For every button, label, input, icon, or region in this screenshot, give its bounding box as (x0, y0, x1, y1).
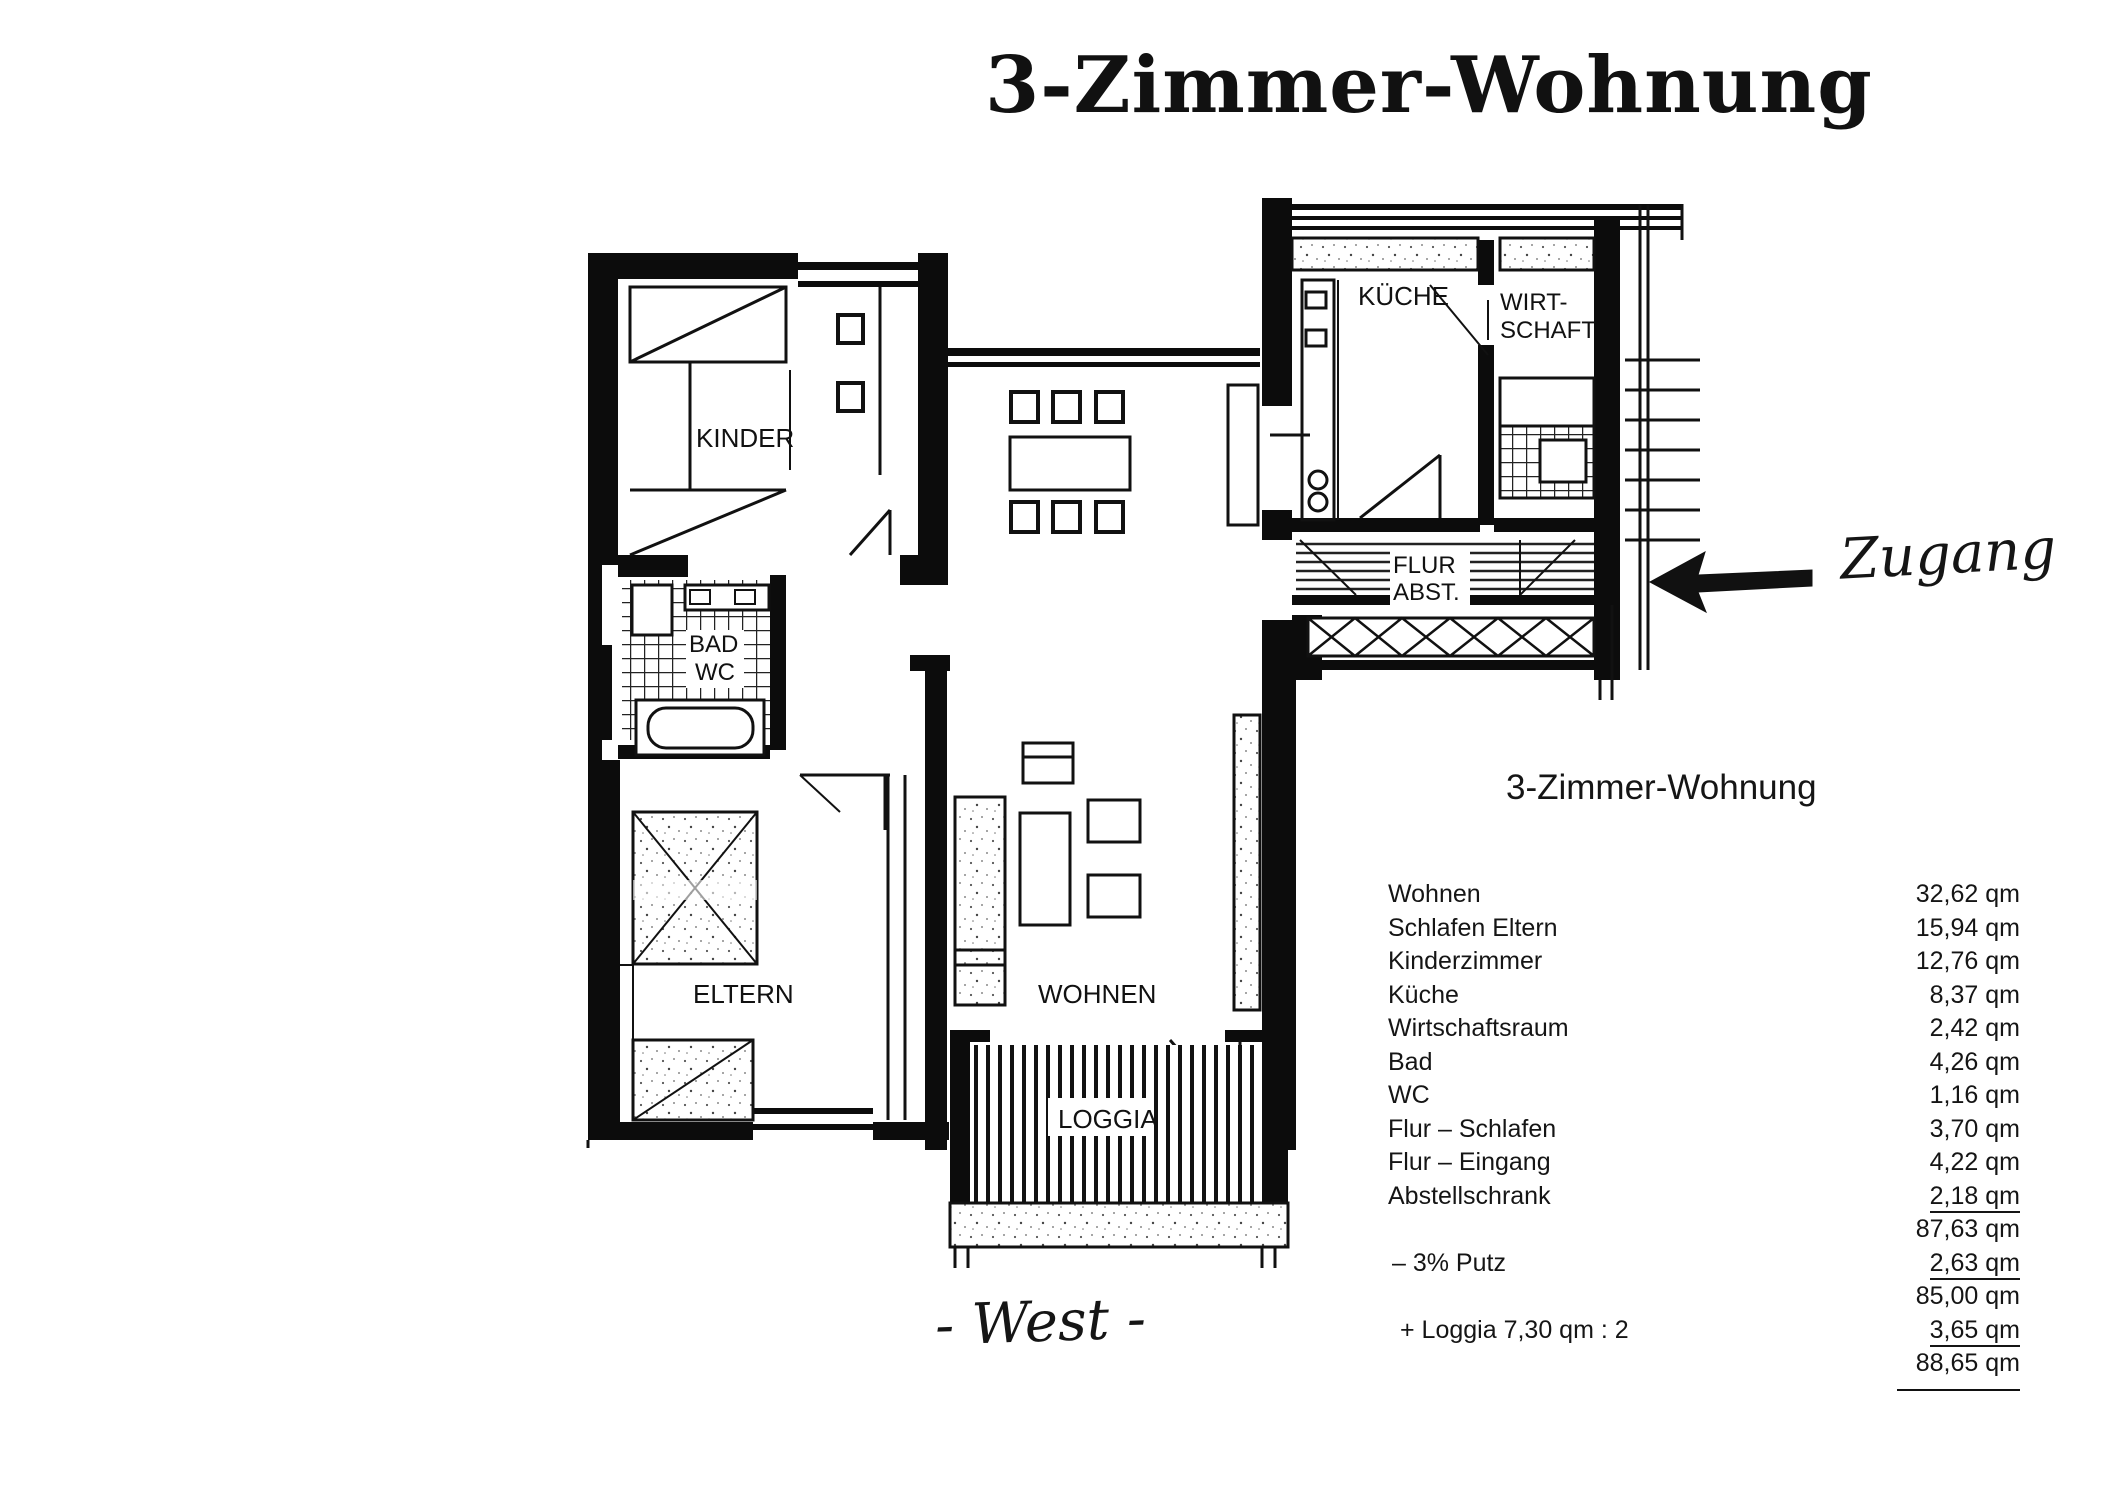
loggia-value: 3,65 qm (1929, 1316, 2020, 1347)
area-table-heading: 3-Zimmer-Wohnung (1506, 768, 1817, 807)
annotation-west: - West - (933, 1286, 1147, 1359)
kinder-room (628, 285, 892, 557)
area-row-label: Schlafen Eltern (1388, 913, 1558, 942)
wohnen-room (953, 383, 1262, 1121)
label-kueche: KÜCHE (1358, 281, 1449, 311)
area-row: Bad 4,26 qm (1388, 1048, 2020, 1082)
eltern-room (620, 773, 907, 1122)
area-row: Wirtschaftsraum 2,42 qm (1388, 1014, 2020, 1048)
loggia (948, 1045, 1290, 1268)
area-row-label: Flur – Eingang (1388, 1148, 1551, 1176)
area-row-value: 12,76 qm (1915, 947, 2020, 975)
wall-outlines (586, 204, 1684, 1148)
area-row-value: 15,94 qm (1915, 913, 2020, 942)
area-row: Flur – Eingang 4,22 qm (1388, 1148, 2020, 1182)
net-value: 85,00 qm (1915, 1282, 2020, 1310)
label-wc: WC (695, 659, 735, 686)
area-row: Schlafen Eltern 15,94 qm (1388, 914, 2020, 948)
net-row: 85,00 qm (1388, 1282, 2020, 1316)
area-row-value: 4,22 qm (1929, 1148, 2020, 1176)
area-row: Wohnen 32,62 qm (1388, 880, 2020, 914)
area-rows: Wohnen 32,62 qm Schlafen Eltern 15,94 qm Kin… (1388, 880, 2020, 1215)
bad-room (622, 580, 771, 757)
subtotal-row: 87,63 qm (1388, 1215, 2020, 1249)
entry-arrow-icon (1648, 550, 1813, 614)
putz-row: – 3% Putz 2,63 qm (1388, 1249, 2020, 1283)
area-row-label: Wirtschaftsraum (1388, 1014, 1569, 1042)
area-row-value: 2,18 qm (1929, 1182, 2020, 1213)
label-kinder: KINDER (696, 423, 794, 453)
area-row-label: Flur – Schlafen (1388, 1114, 1557, 1143)
label-flur: FLUR (1393, 552, 1456, 579)
area-row-value: 1,16 qm (1929, 1081, 2020, 1109)
putz-label: – 3% Putz (1392, 1248, 1506, 1277)
walls (588, 198, 1682, 1210)
area-row-value: 2,42 qm (1929, 1014, 2020, 1042)
area-row-value: 4,26 qm (1929, 1047, 2020, 1076)
area-row: Abstellschrank 2,18 qm (1388, 1182, 2020, 1216)
putz-value: 2,63 qm (1929, 1249, 2020, 1280)
subtotal-value: 87,63 qm (1915, 1215, 2020, 1243)
annotation-zugang: Zugang (1838, 516, 2058, 593)
flur-area (1296, 539, 1602, 700)
area-row: WC 1,16 qm (1388, 1081, 2020, 1115)
loggia-row: + Loggia 7,30 qm : 2 3,65 qm (1388, 1316, 2020, 1350)
area-row-label: Küche (1388, 980, 1459, 1009)
area-table: 3-Zimmer-Wohnung Wohnen 32,62 qm Schlafen … (1388, 768, 2020, 1383)
loggia-label: + Loggia 7,30 qm : 2 (1400, 1315, 1629, 1344)
area-row: Küche 8,37 qm (1388, 981, 2020, 1015)
area-row: Kinderzimmer 12,76 qm (1388, 947, 2020, 981)
area-row-label: Abstellschrank (1388, 1181, 1551, 1210)
total-value: 88,65 qm (1915, 1349, 2020, 1377)
area-row-value: 8,37 qm (1929, 980, 2020, 1009)
label-eltern: ELTERN (693, 979, 794, 1009)
label-bad: BAD (689, 631, 738, 658)
area-row-label: WC (1388, 1081, 1430, 1109)
total-row: 88,65 qm (1388, 1349, 2020, 1383)
label-schaft: SCHAFT (1500, 317, 1596, 344)
area-row-label: Bad (1388, 1047, 1433, 1076)
kueche-room (1270, 236, 1596, 522)
stair-lines (1625, 358, 1700, 542)
label-wohnen: WOHNEN (1038, 979, 1156, 1009)
label-loggia: LOGGIA (1058, 1104, 1158, 1134)
area-row-label: Wohnen (1388, 880, 1481, 908)
label-abst: ABST. (1393, 579, 1460, 606)
label-wirt: WIRT- (1500, 289, 1568, 316)
area-row-label: Kinderzimmer (1388, 947, 1543, 975)
page-title: 3-Zimmer-Wohnung (985, 40, 1873, 131)
area-row: Flur – Schlafen 3,70 qm (1388, 1115, 2020, 1149)
area-row-value: 3,70 qm (1929, 1114, 2020, 1143)
area-row-value: 32,62 qm (1915, 880, 2020, 908)
